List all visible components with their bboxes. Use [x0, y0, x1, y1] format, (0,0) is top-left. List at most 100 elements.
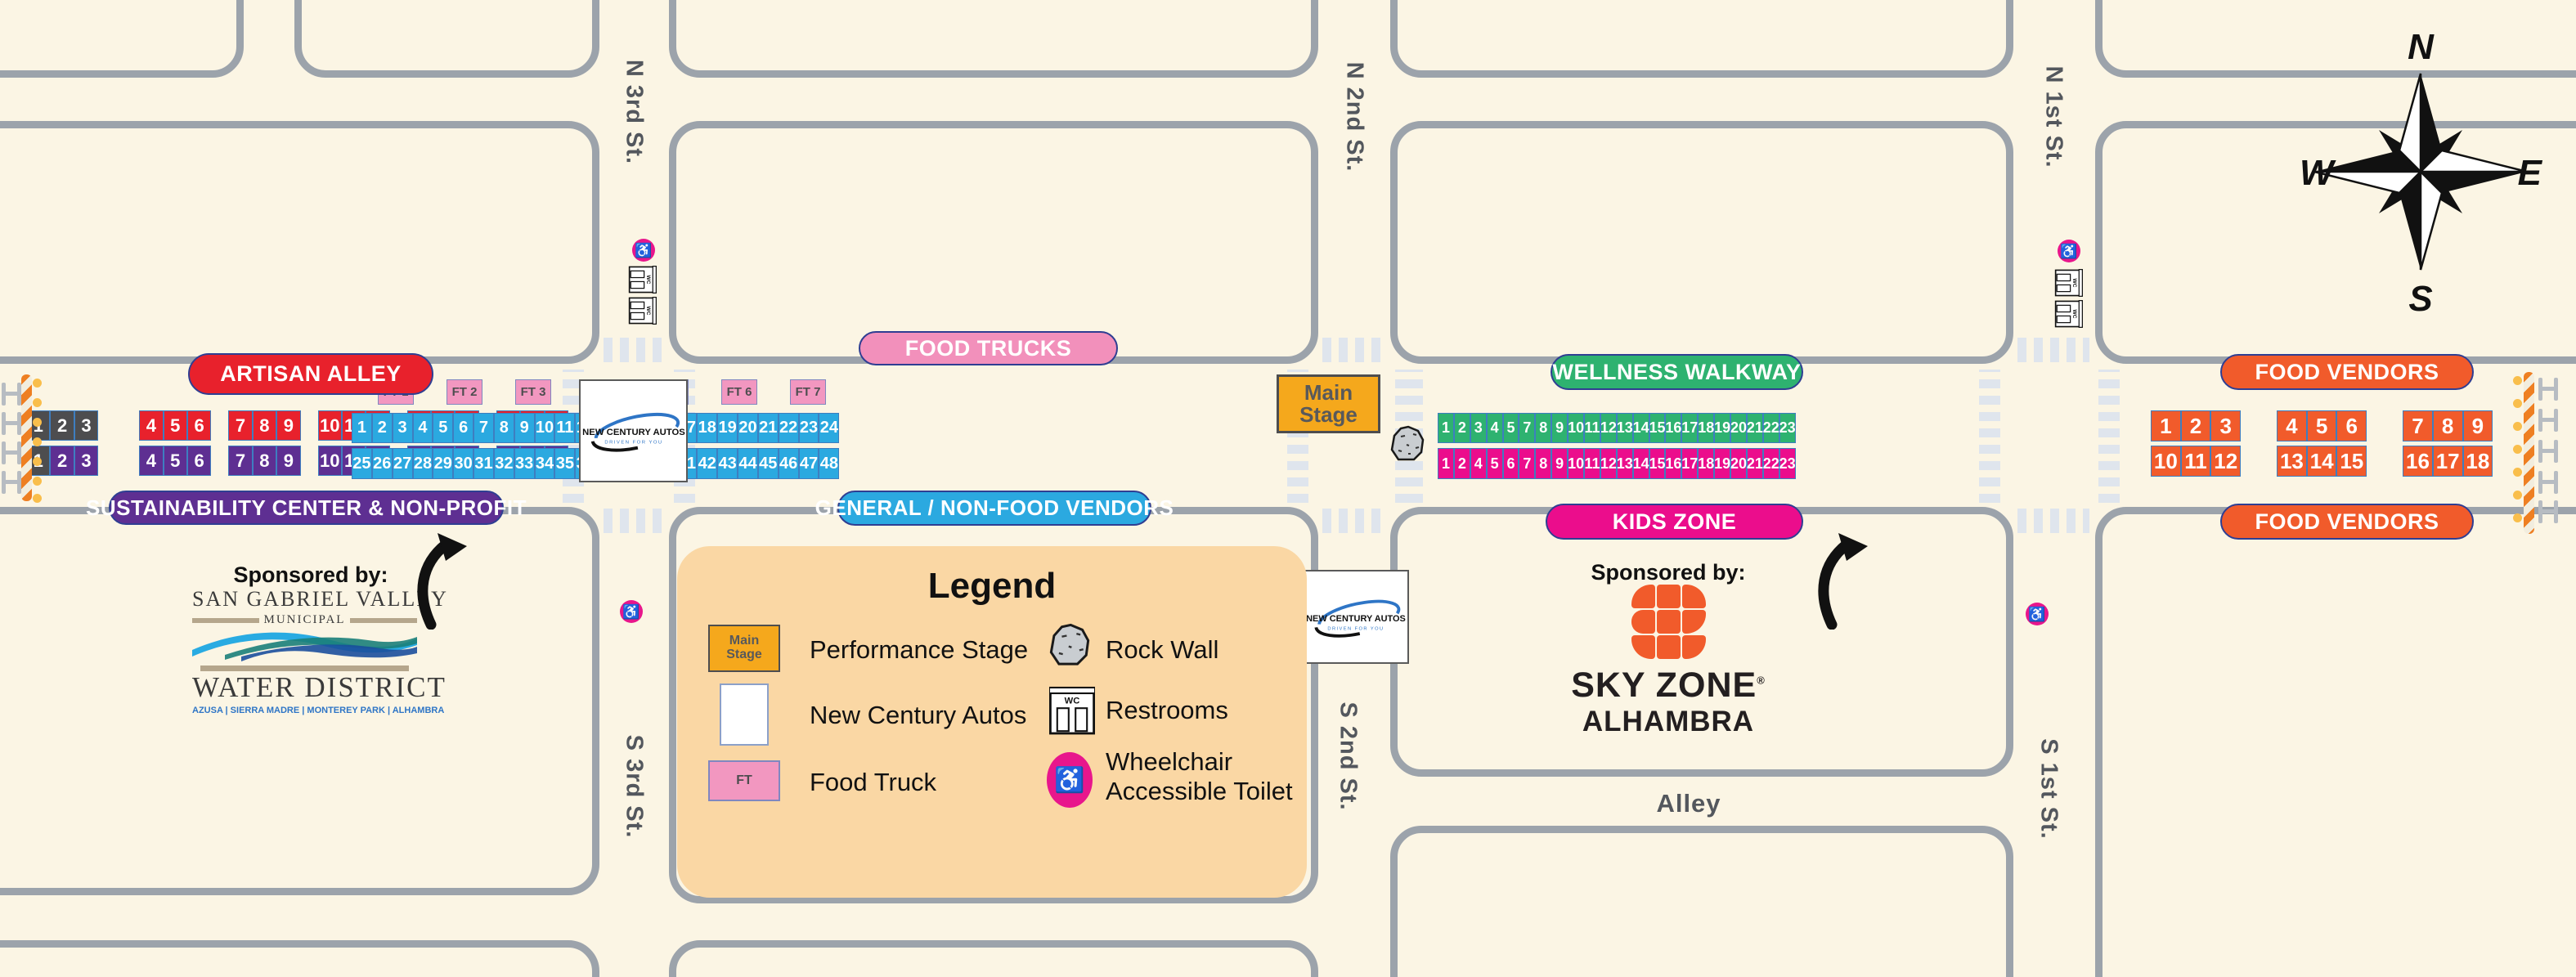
barricade-dot — [33, 398, 42, 407]
booth-cell: 33 — [514, 448, 535, 479]
booth-cell: 18 — [1698, 448, 1714, 479]
booth-cell: 14 — [1633, 448, 1649, 479]
booth-cell: 44 — [738, 448, 758, 479]
banner-kids-zone: KIDS ZONE — [1546, 504, 1803, 540]
sponsored-by-label: Sponsored by: — [233, 562, 388, 587]
booth-cell: 6 — [2336, 410, 2367, 441]
wc-label: WC — [645, 276, 651, 285]
booth-cell: 3 — [1470, 413, 1487, 443]
rock-wall-icon — [1049, 623, 1090, 666]
wheelchair-icon: ♿ — [1054, 766, 1085, 794]
booth-cell: 5 — [433, 413, 454, 443]
city-block — [294, 0, 599, 78]
booth-cell: 20 — [738, 413, 758, 443]
booth-cell: 28 — [412, 448, 433, 479]
booth-cell: 24 — [819, 413, 840, 443]
water-district-municipal: MUNICIPAL — [192, 613, 417, 627]
sponsored-by-label: Sponsored by: — [1591, 560, 1746, 585]
booth-cell: 25 — [352, 448, 372, 479]
booth-cell: 8 — [1535, 413, 1552, 443]
barricade-dot — [33, 437, 42, 446]
compass-w: W — [2300, 153, 2336, 193]
booth-cell: 16 — [2403, 446, 2433, 477]
booth-cell: 9 — [276, 410, 301, 441]
water-district-line1: SAN GABRIEL VALLEY — [192, 587, 448, 611]
banner-food-trucks: FOOD TRUCKS — [859, 331, 1118, 365]
booth-cell: 8 — [252, 410, 277, 441]
booth-cell: 3 — [74, 410, 99, 441]
barricade-sawhorse-icon — [2538, 440, 2558, 463]
booth-cell: 11 — [1584, 413, 1600, 443]
booth-cell: 11 — [2180, 446, 2211, 477]
curved-arrow — [1818, 533, 1868, 630]
city-block — [0, 121, 599, 364]
nca-tagline: DRIVEN FOR YOU — [604, 441, 662, 446]
sky-zone-logo: SKY ZONE® ALHAMBRA — [1546, 585, 1791, 738]
booth-cell: 7 — [473, 413, 494, 443]
legend-main-stage-chip-label: Main Stage — [726, 634, 762, 661]
water-district-bar — [200, 666, 409, 671]
wheelchair-toilet-icon: ♿ — [632, 239, 655, 262]
booth-cell: 6 — [453, 413, 474, 443]
booth-cell: 20 — [1730, 448, 1747, 479]
sky-zone-reg: ® — [1757, 674, 1766, 687]
wheelchair-toilet-icon: ♿ — [620, 600, 643, 623]
wheelchair-icon: ♿ — [2028, 606, 2046, 622]
new-century-autos-box: NEW CENTURY AUTOS DRIVEN FOR YOU — [579, 379, 688, 482]
legend-label-wheelchair-toilet: Wheelchair Accessible Toilet — [1106, 747, 1293, 805]
wc-label: WC — [645, 307, 651, 316]
barricade-dot — [33, 494, 42, 503]
booth-cell: 7 — [2403, 410, 2433, 441]
street-label-alley: Alley — [1656, 789, 1721, 818]
booth-cell: 6 — [186, 446, 212, 476]
booth-cell: 3 — [2210, 410, 2242, 441]
booth-cell: 22 — [778, 413, 799, 443]
wheelchair-toilet-icon: ♿ — [2026, 603, 2049, 625]
city-block — [2095, 121, 2576, 364]
booth-cell: 32 — [493, 448, 514, 479]
curved-arrow — [417, 533, 467, 630]
water-district-waves — [192, 632, 417, 661]
booth-cell: 6 — [1502, 448, 1519, 479]
compass-n: N — [2408, 27, 2435, 67]
booth-cell: 13 — [2277, 446, 2307, 477]
water-district-line3: WATER DISTRICT — [192, 671, 447, 703]
booth-cell: 4 — [1486, 413, 1503, 443]
rock-wall-icon — [1390, 425, 1425, 461]
booth-cell: 23 — [1779, 413, 1796, 443]
wc-label: WC — [2071, 310, 2077, 319]
banner-food-vendors-south: FOOD VENDORS — [2220, 504, 2474, 540]
booth-cell: 4 — [412, 413, 433, 443]
legend-label-performance-stage: Performance Stage — [810, 635, 1029, 664]
street-label-n-3rd: N 3rd St. — [621, 59, 648, 165]
booth-cell: 27 — [392, 448, 413, 479]
booth-cell: 7 — [228, 446, 253, 476]
barricade-stripe — [21, 374, 32, 501]
booth-cell: 4 — [1470, 448, 1487, 479]
barricade-stripe — [2524, 372, 2534, 534]
booth-cell: 10 — [2151, 446, 2181, 477]
booth-cell: 9 — [1551, 448, 1568, 479]
booth-cell: 2 — [371, 413, 393, 443]
crosswalk — [1979, 370, 2000, 503]
sky-zone-name-text: SKY ZONE — [1571, 666, 1757, 705]
restrooms-icon: WC — [628, 297, 657, 325]
booth-cell: 11 — [554, 413, 576, 443]
street-label-s-2nd: S 2nd St. — [1335, 701, 1362, 811]
booth-cell: 4 — [139, 446, 164, 476]
water-district-line2: MUNICIPAL — [263, 613, 346, 626]
booth-cell: 42 — [697, 448, 718, 479]
booth-cell: 12 — [1600, 413, 1617, 443]
barricade-sawhorse-icon — [2538, 500, 2558, 523]
food-truck-chip: FT 3 — [515, 379, 551, 405]
crosswalk — [2017, 338, 2089, 362]
